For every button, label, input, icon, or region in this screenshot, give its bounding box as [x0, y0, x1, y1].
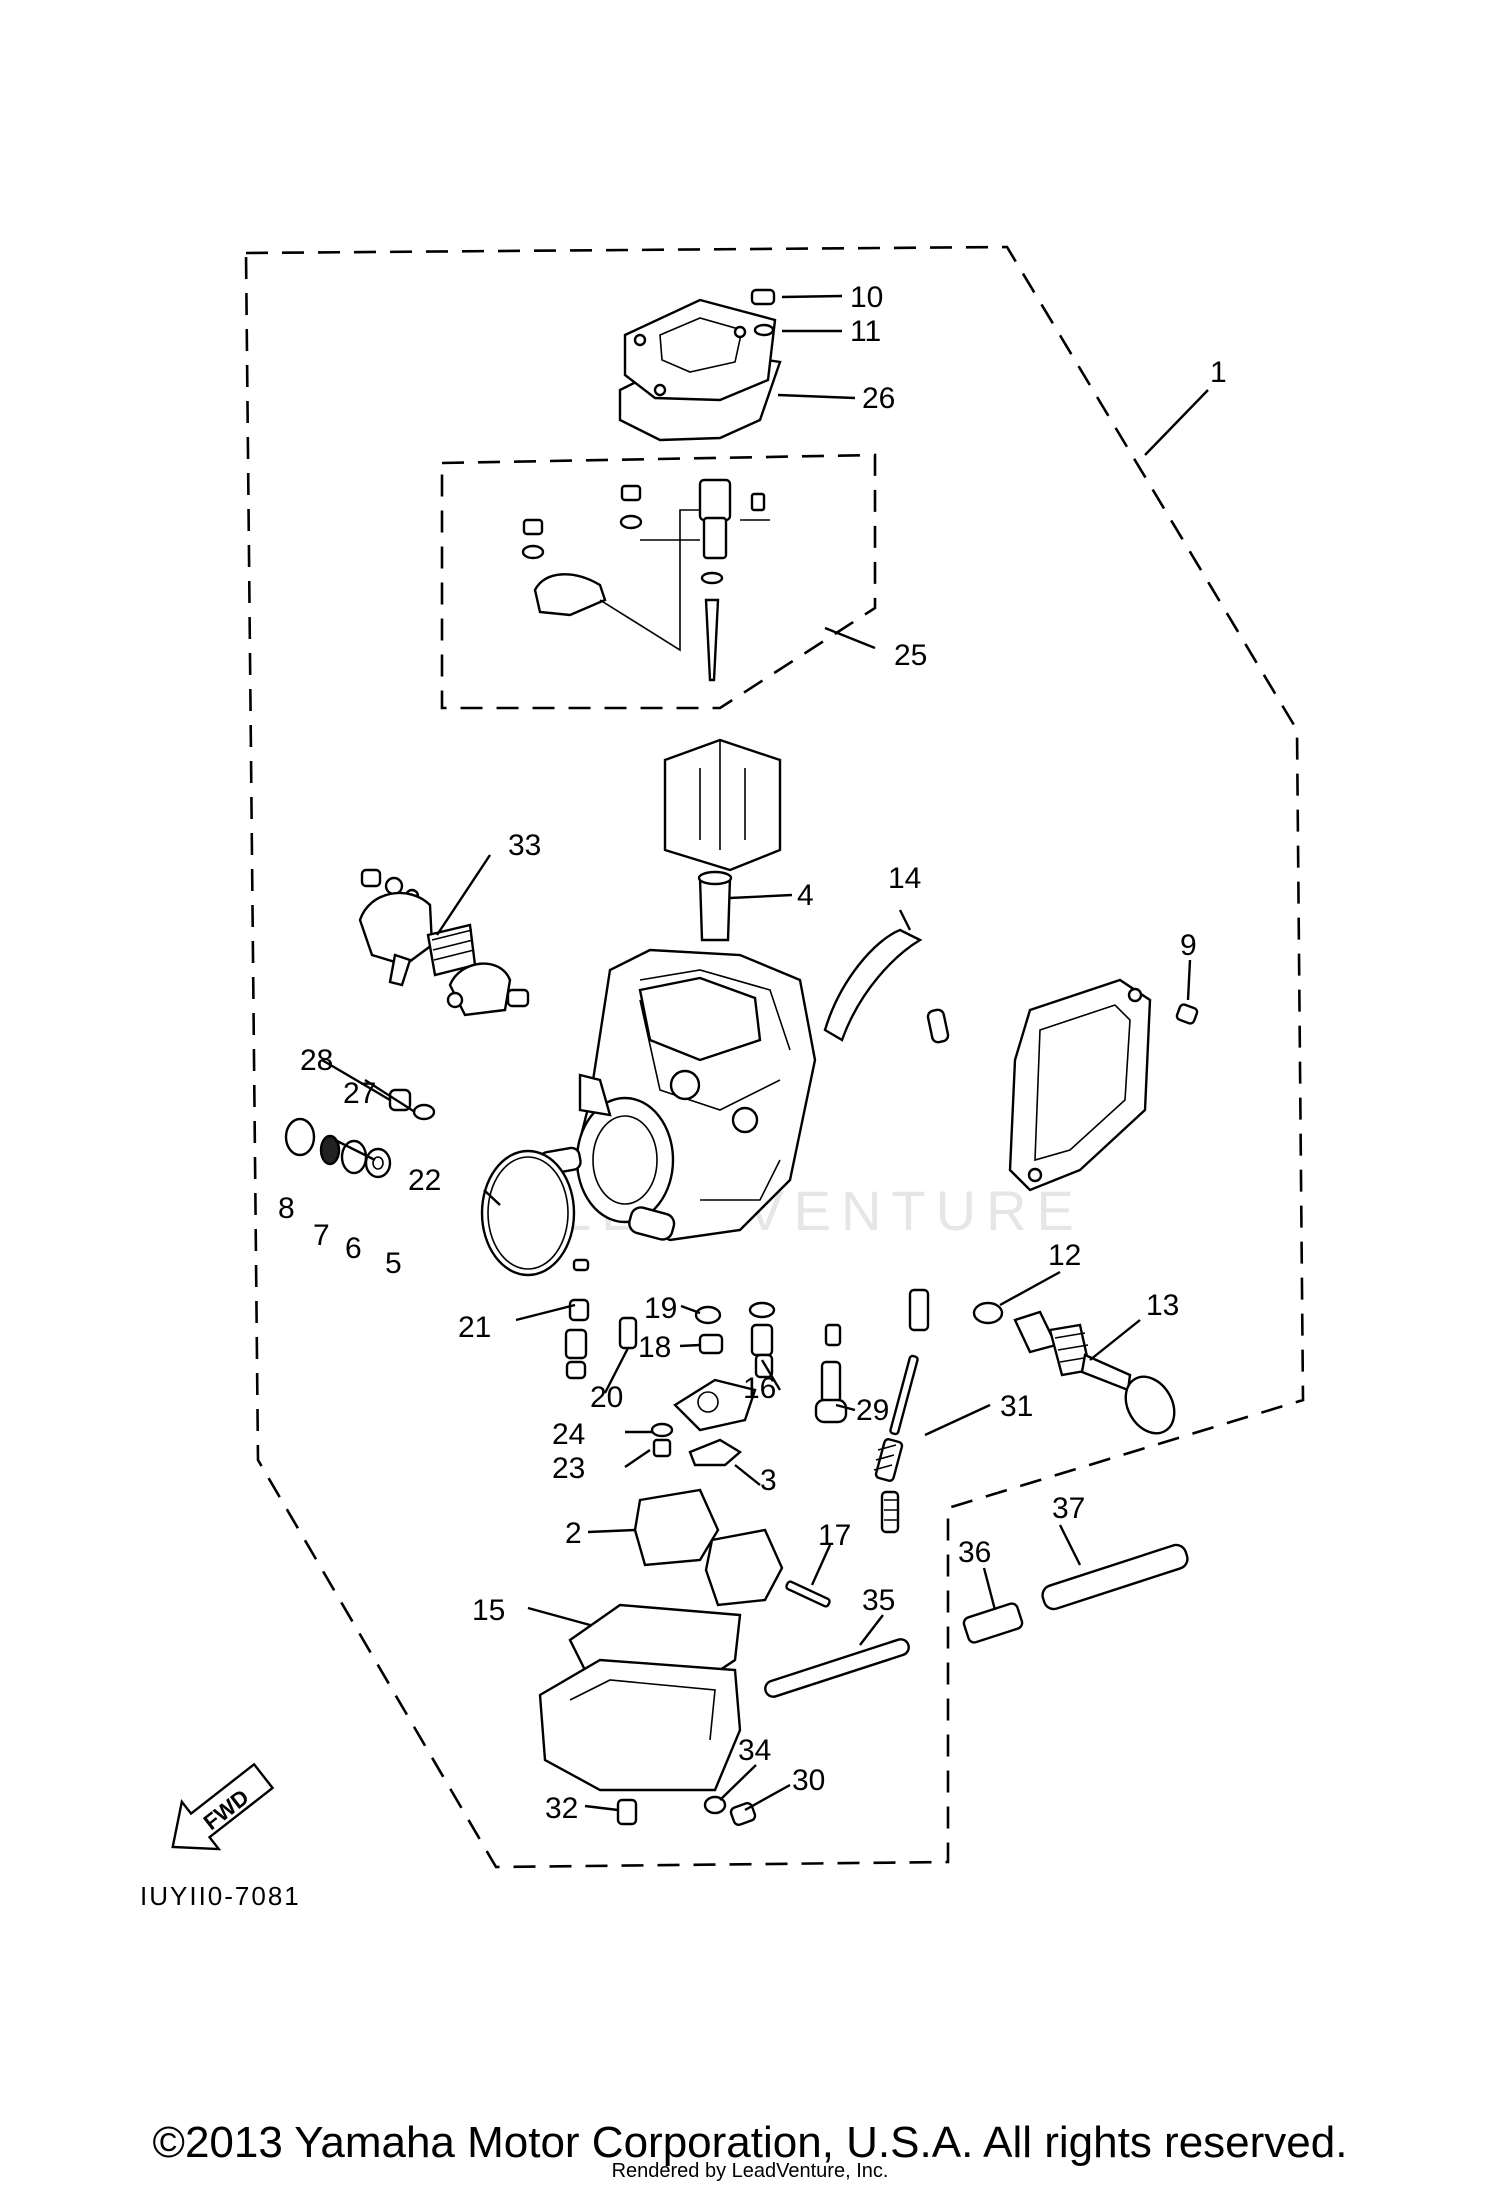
fitting-36 — [962, 1602, 1024, 1644]
hose-35 — [764, 1638, 910, 1698]
callout-9: 9 — [1180, 929, 1197, 962]
callout-30: 30 — [792, 1764, 825, 1797]
callout-21: 21 — [458, 1311, 491, 1344]
jets-group — [564, 1258, 930, 1534]
callout-18: 18 — [638, 1331, 671, 1364]
callout-15: 15 — [472, 1594, 505, 1627]
hose-14 — [823, 928, 923, 1042]
callout-10: 10 — [850, 281, 883, 314]
callout-14: 14 — [888, 862, 921, 895]
callout-5: 5 — [385, 1247, 402, 1280]
callout-19: 19 — [644, 1292, 677, 1325]
float-pin-17 — [785, 1580, 831, 1608]
callout-29: 29 — [856, 1394, 889, 1427]
float-group — [633, 1488, 831, 1608]
copyright-notice: ©2013 Yamaha Motor Corporation, U.S.A. A… — [152, 2118, 1348, 2167]
callout-31: 31 — [1000, 1390, 1033, 1423]
callout-3: 3 — [760, 1464, 777, 1497]
callout-27: 27 — [343, 1077, 376, 1110]
callout-13: 13 — [1146, 1289, 1179, 1322]
callout-1: 1 — [1210, 356, 1227, 389]
callout-12: 12 — [1048, 1239, 1081, 1272]
diagram-code: IUYII0-7081 — [140, 1881, 301, 1911]
float-2 — [633, 1488, 720, 1567]
callout-37: 37 — [1052, 1492, 1085, 1525]
hoses-group — [764, 1543, 1189, 1698]
callout-17: 17 — [818, 1519, 851, 1552]
float-arm — [533, 573, 607, 617]
leader-lines — [321, 294, 1209, 1812]
callout-25: 25 — [894, 639, 927, 672]
callout-8: 8 — [278, 1192, 295, 1225]
float-valve-seat — [673, 1378, 757, 1432]
callout-20: 20 — [590, 1381, 623, 1414]
needle-valve-parts — [521, 478, 770, 682]
throttle-slide — [663, 738, 782, 942]
float-bowl — [538, 1658, 742, 1792]
callout-4: 4 — [797, 879, 814, 912]
callout-26: 26 — [862, 382, 895, 415]
idle-screw-group — [972, 1301, 1176, 1435]
washer-11 — [753, 323, 775, 337]
callout-6: 6 — [345, 1232, 362, 1265]
callout-7: 7 — [313, 1219, 330, 1252]
assembly-boundary — [244, 245, 1305, 1869]
callout-2: 2 — [565, 1517, 582, 1550]
diaphragm-group-33 — [358, 868, 530, 1017]
top-cover-group — [618, 288, 782, 442]
callout-16: 16 — [743, 1372, 776, 1405]
screw-10 — [750, 288, 776, 306]
o-ring-22 — [480, 1149, 576, 1277]
hose-37 — [1041, 1543, 1189, 1611]
right-side-parts — [823, 928, 1199, 1192]
callout-23: 23 — [552, 1452, 585, 1485]
o-ring-12 — [972, 1301, 1004, 1325]
callout-33: 33 — [508, 829, 541, 862]
idle-knob — [1124, 1375, 1176, 1435]
callout-28: 28 — [300, 1044, 333, 1077]
callout-11: 11 — [850, 315, 881, 348]
callout-24: 24 — [552, 1418, 585, 1451]
left-side-parts — [284, 1088, 576, 1277]
fwd-arrow-icon: FWD — [171, 1762, 275, 1851]
side-cover — [1008, 978, 1152, 1192]
float-bowl-group — [538, 1603, 757, 1827]
callout-22: 22 — [408, 1164, 441, 1197]
callout-labels: 1 2 3 4 5 6 7 8 9 10 11 12 13 14 15 16 1… — [278, 281, 1227, 1825]
needle-jet-4 — [698, 876, 732, 942]
rendered-by-credit: Rendered by LeadVenture, Inc. — [611, 2160, 889, 2182]
top-cover — [623, 298, 777, 402]
callout-32: 32 — [545, 1792, 578, 1825]
float-needle — [704, 598, 720, 682]
callout-34: 34 — [738, 1734, 771, 1767]
callout-36: 36 — [958, 1536, 991, 1569]
needle-valve-assembly-boundary — [440, 453, 877, 710]
callout-35: 35 — [862, 1584, 895, 1617]
